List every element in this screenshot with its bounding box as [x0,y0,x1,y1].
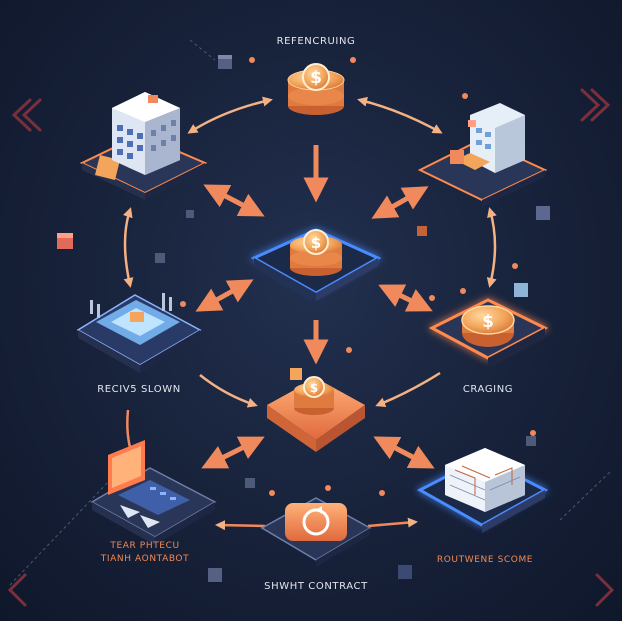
center-coin-node: $ [250,228,382,301]
cube-icon [526,436,536,446]
property-plot-node [76,293,202,373]
refresh-coin-icon [285,503,347,541]
arrow-lower-left [201,436,265,469]
coin-symbol: $ [310,68,322,88]
office-building-icon [112,92,180,175]
office-building-node [79,92,208,200]
coin-stack-icon: $ [287,63,345,115]
cube-icon [155,253,165,263]
city-building-icon [450,103,525,173]
label-bottom-right: ROUTWENE SCOME [436,555,534,565]
cube-icon [208,568,222,582]
arrow-right-to-lower [375,371,441,407]
coin-stack-icon: $ [294,376,334,415]
smart-contract-node [260,497,372,567]
arrow-center-right [378,284,433,312]
label-bottom-left-line2: TIANH AONTABOT [100,554,190,564]
cube-icon [398,565,412,579]
cube-icon [417,226,427,236]
arrow-center-upleft [203,184,265,217]
arrow-center-left [195,279,254,312]
blockchain-ledger-icon [445,448,525,512]
label-right-mid: CRAGING [462,384,514,395]
coin-glow-node: $ [428,298,549,366]
label-bottom-left-line1: TEAR PHTECU [110,541,180,551]
arrow-bottom-right [367,517,418,528]
arrow-lower-right [373,436,435,469]
floating-cubes [57,55,550,582]
lower-coin-node: $ [267,376,365,452]
dashed-guides [9,39,613,586]
decor-chevrons [7,88,615,607]
arrow-left-to-lower [199,374,258,408]
coin-icon: $ [461,305,515,347]
cube-icon [514,283,528,297]
arrow-top-left [187,96,273,134]
cube-icon [245,478,255,488]
label-top: REFENCRUING [276,36,356,47]
top-coin-node: $ [287,63,345,115]
label-bottom-center: SHWHT CONTRACT [264,581,368,592]
property-plot-icon [90,293,180,345]
cube-icon [218,55,232,69]
cube-icon [57,233,73,249]
cube-icon [290,368,302,380]
laptop-dashboard-icon [108,440,190,528]
laptop-dashboard-node [90,440,217,545]
coin-symbol: $ [311,234,321,252]
arrow-bottom-left [215,520,266,531]
arrow-center-upright [371,186,429,219]
cube-icon [186,210,194,218]
coin-symbol: $ [310,381,318,395]
arrow-top-right [357,96,443,134]
blockchain-ledger-node [416,448,549,533]
arrow-left-side [123,207,134,288]
flow-arrows [123,96,497,531]
coin-stack-icon: $ [290,229,342,276]
coin-symbol: $ [482,312,494,332]
label-left-mid: RECIV5 SLOWN [97,384,181,395]
city-building-node [417,103,548,207]
arrow-right-side [486,207,497,288]
cube-icon [536,206,550,220]
